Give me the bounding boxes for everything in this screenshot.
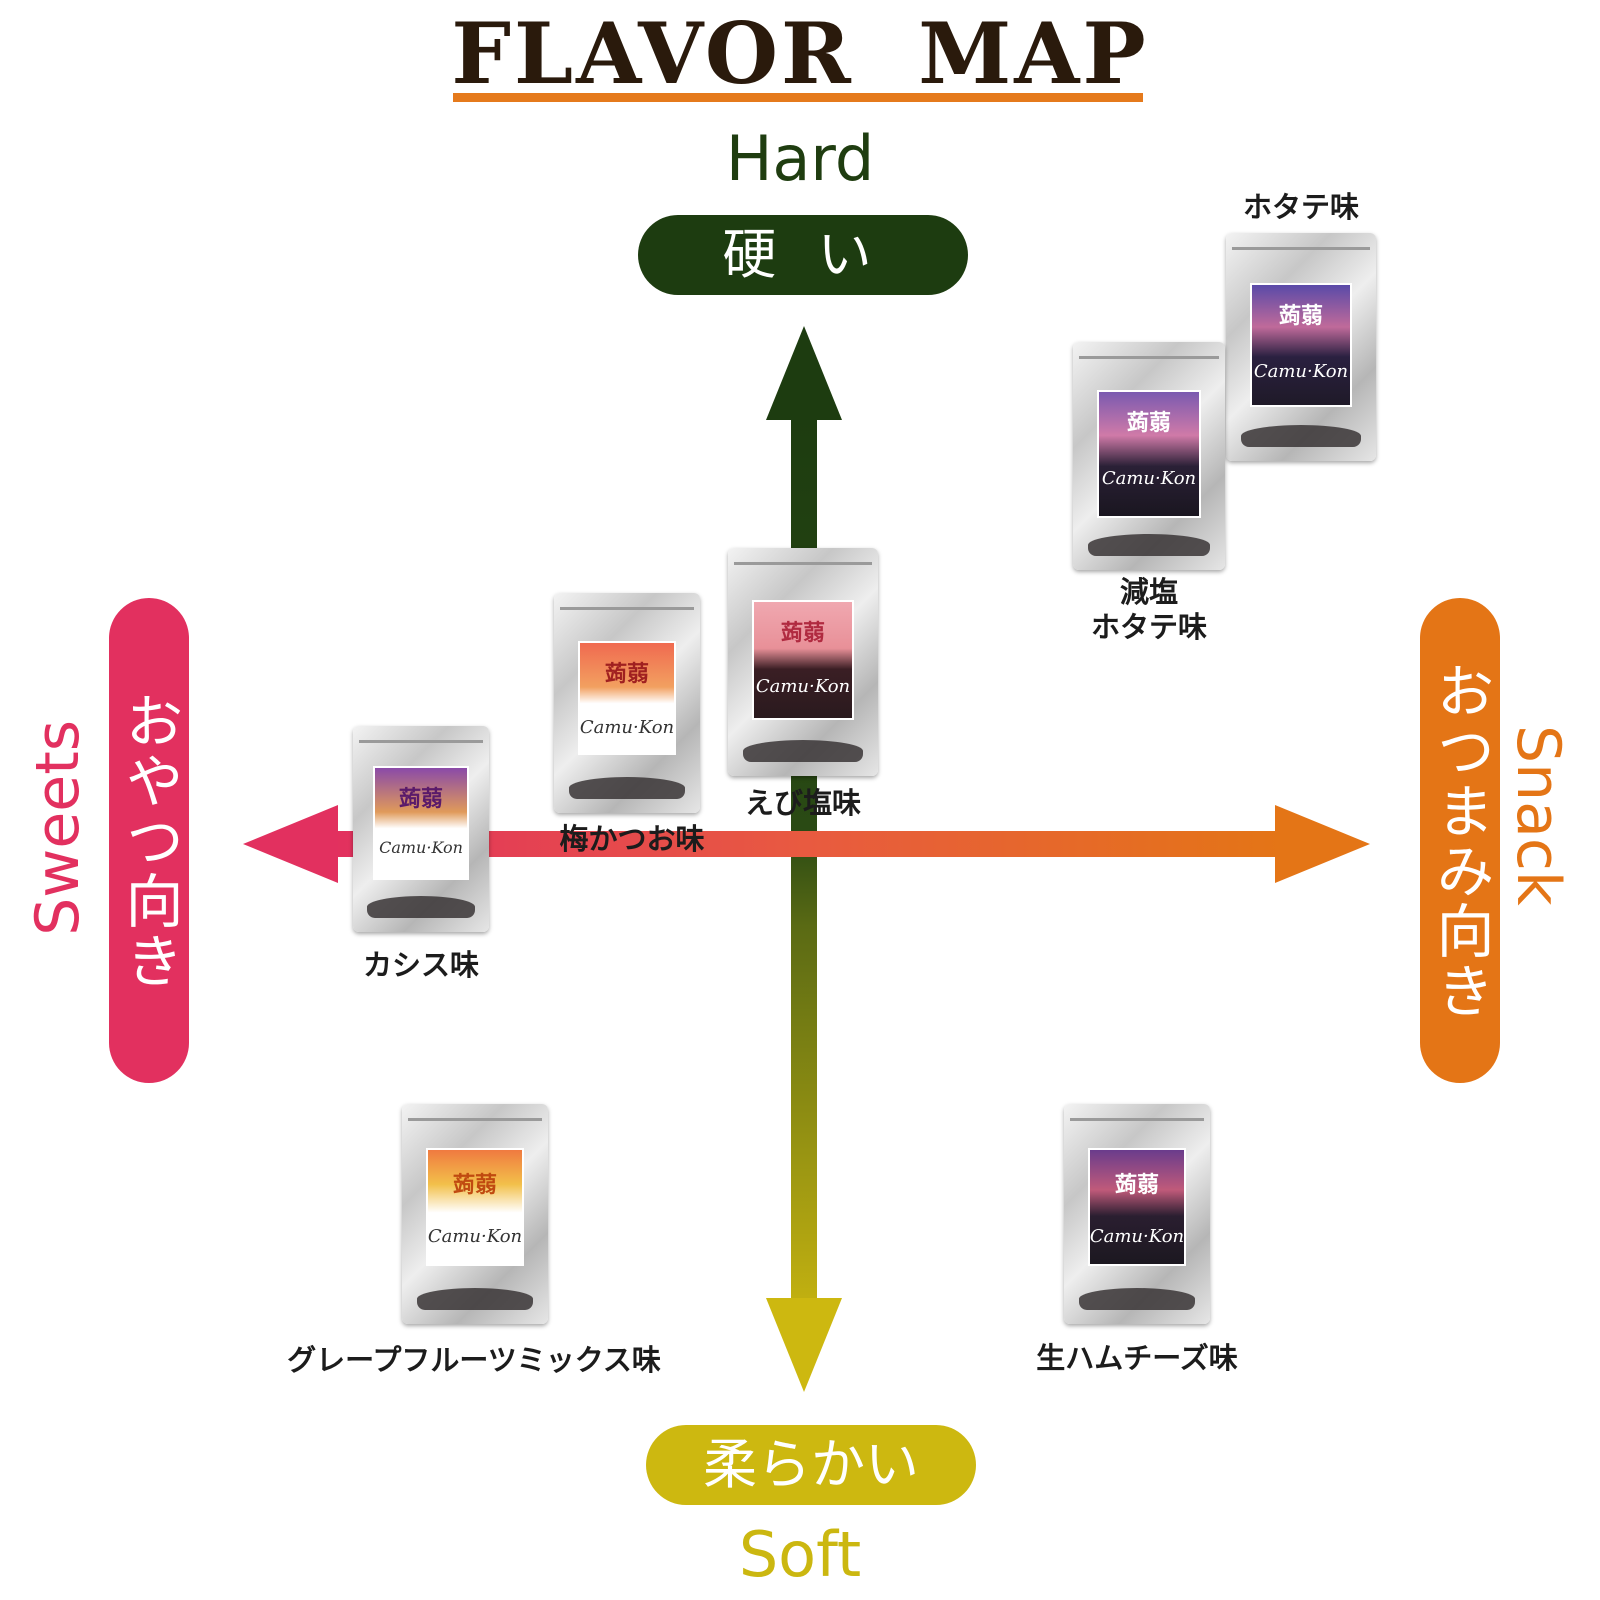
product-name-cassis: カシス味 bbox=[362, 948, 479, 982]
brand-kanji: 蒟蒻 bbox=[1278, 303, 1323, 329]
axis-pill-hard: 硬 い bbox=[638, 215, 968, 295]
brand-logo: Camu·Kon bbox=[427, 1226, 523, 1247]
product-package-grapefruit: 蒟蒻 Camu·Kon bbox=[402, 1104, 548, 1324]
brand-kanji: 蒟蒻 bbox=[452, 1172, 497, 1198]
axis-label-snack: Snack bbox=[1503, 725, 1573, 906]
brand-logo: Camu·Kon bbox=[379, 838, 463, 857]
product-name-ebishio: えび塩味 bbox=[744, 786, 861, 820]
arrow-down-icon bbox=[766, 1298, 842, 1392]
brand-logo: Camu·Kon bbox=[1089, 1226, 1185, 1247]
product-name-hotate: ホタテ味 bbox=[1242, 190, 1359, 224]
brand-kanji: 蒟蒻 bbox=[780, 620, 825, 646]
brand-kanji: 蒟蒻 bbox=[1126, 410, 1171, 436]
axis-label-sweets: Sweets bbox=[23, 720, 93, 936]
axis-pill-snack: おつまみ向き bbox=[1420, 598, 1500, 1083]
product-name-lowsalt-hotate: 減塩 ホタテ味 bbox=[1090, 575, 1207, 644]
brand-kanji: 蒟蒻 bbox=[604, 661, 649, 687]
product-package-ebishio: 蒟蒻 Camu·Kon bbox=[728, 548, 878, 776]
axis-label-hard: Hard bbox=[725, 122, 875, 195]
brand-logo: Camu·Kon bbox=[755, 676, 851, 697]
product-name-grapefruit: グレープフルーツミックス味 bbox=[287, 1343, 661, 1377]
title-underline bbox=[453, 93, 1143, 102]
brand-logo: Camu·Kon bbox=[1253, 361, 1349, 382]
brand-kanji: 蒟蒻 bbox=[398, 786, 443, 812]
arrow-up-icon bbox=[766, 326, 842, 420]
product-package-cassis: 蒟蒻 Camu·Kon bbox=[353, 726, 489, 932]
product-package-namaham-cheese: 蒟蒻 Camu·Kon bbox=[1064, 1104, 1210, 1324]
arrow-left-icon bbox=[243, 805, 338, 883]
product-package-hotate: 蒟蒻 Camu·Kon bbox=[1226, 233, 1376, 461]
brand-logo: Camu·Kon bbox=[1101, 468, 1197, 489]
brand-logo: Camu·Kon bbox=[579, 717, 675, 738]
axis-pill-sweets: おやつ向き bbox=[109, 598, 189, 1083]
product-name-umekatsuo: 梅かつお味 bbox=[559, 822, 705, 856]
brand-kanji: 蒟蒻 bbox=[1114, 1172, 1159, 1198]
page-title: FLAVOR MAP bbox=[451, 4, 1149, 103]
axis-label-soft: Soft bbox=[738, 1518, 862, 1591]
product-name-namaham-cheese: 生ハムチーズ味 bbox=[1036, 1341, 1238, 1375]
product-package-umekatsuo: 蒟蒻 Camu·Kon bbox=[554, 593, 700, 813]
axis-pill-soft: 柔らかい bbox=[646, 1425, 976, 1505]
product-package-lowsalt-hotate: 蒟蒻 Camu·Kon bbox=[1073, 342, 1225, 570]
arrow-right-icon bbox=[1275, 805, 1370, 883]
